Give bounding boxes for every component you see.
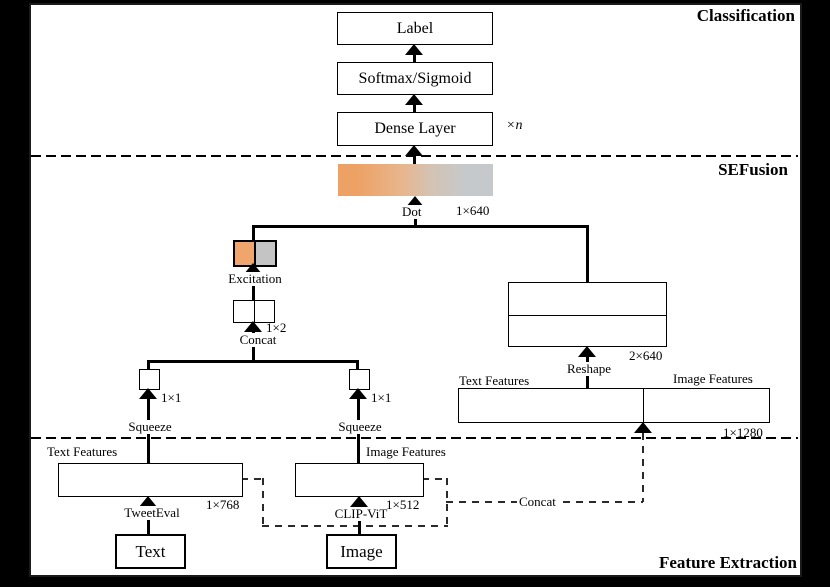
dot-dim-label: 1×640 <box>456 203 490 218</box>
softmax-sigmoid-text: Softmax/Sigmoid <box>358 69 472 87</box>
image-input-box: Image <box>326 534 397 569</box>
connector-softmax-label <box>413 52 416 62</box>
concat-1x2-right-cell <box>253 301 275 322</box>
connector-excitation-merge <box>252 225 255 240</box>
tweeteval-label: TweetEval <box>114 506 190 520</box>
text-input-text: Text <box>135 541 166 561</box>
text-dim-label: 1×768 <box>206 497 240 512</box>
connector-bar-dense <box>413 154 416 164</box>
connector-matrix-merge <box>586 225 589 282</box>
fused-vector-gradient-bar <box>338 164 493 196</box>
arrow-up-icon <box>244 321 262 332</box>
wide-image-features-label: Image Features <box>673 371 753 386</box>
dashed-connector-textfeat-right <box>262 525 448 527</box>
section-label-feature-extraction: Feature Extraction <box>658 553 797 572</box>
excitation-image-weight-cell <box>254 242 275 265</box>
concat-1x1280-divider <box>643 389 644 422</box>
arrow-up-icon <box>139 496 157 507</box>
arrow-up-icon <box>406 196 424 207</box>
squeeze-label-text: Squeeze <box>113 420 187 434</box>
feature-concat-label: Concat <box>517 494 558 509</box>
arrow-up-icon <box>578 346 596 357</box>
dot-label: Dot <box>400 204 424 219</box>
connector-dense-softmax <box>413 102 416 112</box>
image-dim-label: 1×512 <box>386 497 420 512</box>
dashed-connector-imagefeat-out <box>422 478 448 480</box>
arrow-up-icon <box>405 145 423 156</box>
connector-branch-horizontal <box>147 360 359 363</box>
arrow-up-icon <box>634 422 652 433</box>
connector-branch-right-stub <box>356 360 359 369</box>
connector-merge-horizontal <box>252 225 589 228</box>
image-features-box <box>295 463 424 497</box>
squeeze-scalar-box-text <box>139 369 160 390</box>
reshape-label: Reshape <box>553 362 625 376</box>
squeeze-dim-label-image: 1×1 <box>371 390 392 405</box>
section-label-sefusion: SEFusion <box>718 160 788 179</box>
text-input-box: Text <box>115 534 186 569</box>
connector-branch-stem <box>252 346 255 361</box>
dashed-connector-textfeat-out <box>241 478 264 480</box>
concat-dim-label: 1×2 <box>266 320 287 335</box>
dashed-connector-concat-up <box>642 433 644 502</box>
wide-dim-label: 1×1280 <box>723 425 763 440</box>
softmax-sigmoid-box: Softmax/Sigmoid <box>337 62 493 95</box>
image-input-text: Image <box>340 541 383 561</box>
excitation-label: Excitation <box>218 272 292 286</box>
arrow-up-icon <box>405 44 423 55</box>
wide-text-features-label: Text Features <box>459 373 530 388</box>
dense-repeat-annotation: ×n <box>506 118 523 133</box>
squeeze-dim-label-text: 1×1 <box>161 390 182 405</box>
text-features-box <box>58 463 243 497</box>
dense-layer-box: Dense Layer <box>337 112 493 146</box>
squeeze-scalar-box-image <box>349 369 370 390</box>
clipvit-label: CLIP-ViT <box>324 507 398 521</box>
excitation-text-weight-cell <box>235 242 254 265</box>
arrow-up-icon <box>349 388 367 399</box>
arrow-up-icon <box>405 94 423 105</box>
arrow-up-icon <box>139 388 157 399</box>
dense-layer-text: Dense Layer <box>374 120 456 137</box>
connector-branch-left-stub <box>147 360 150 369</box>
section-divider-sefusion-feature-extraction <box>31 437 798 439</box>
concat-1x1280-box <box>458 388 770 423</box>
dashed-connector-textfeat-down <box>262 478 264 527</box>
excitation-weights-box <box>233 240 277 267</box>
squeeze-label-image: Squeeze <box>323 420 397 434</box>
reshape-dim-label: 2×640 <box>629 348 663 363</box>
label-box-text: Label <box>396 19 434 37</box>
image-features-label: Image Features <box>366 444 446 459</box>
arrow-up-icon <box>350 496 368 507</box>
reshaped-matrix-row-divider <box>509 314 666 316</box>
concat-label: Concat <box>226 333 290 347</box>
concat-1x2-left-cell <box>234 301 254 322</box>
reshaped-matrix-box <box>508 282 667 347</box>
arrow-up-icon <box>244 263 262 274</box>
text-features-label: Text Features <box>47 444 118 459</box>
label-box: Label <box>337 12 493 45</box>
section-label-classification: Classification <box>696 6 795 25</box>
